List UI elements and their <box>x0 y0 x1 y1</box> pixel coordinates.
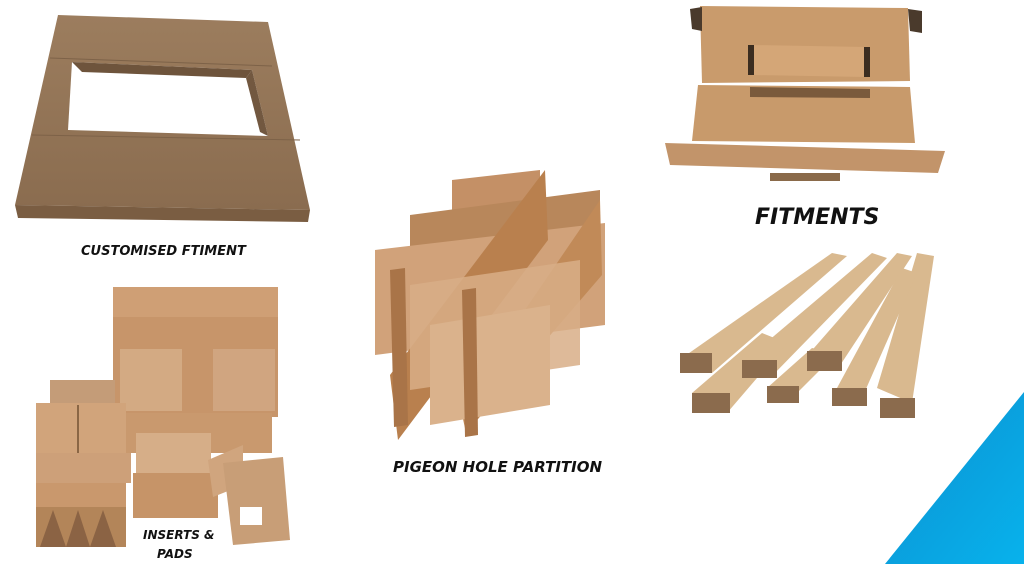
fitments-label: FITMENTS <box>755 205 880 230</box>
customised-fitment-image <box>10 10 320 225</box>
customised-fitment-label: CUSTOMISED FTIMENT <box>81 244 246 259</box>
edge-profiles-image <box>672 248 947 423</box>
inserts-pads-image <box>28 285 313 550</box>
fitments-image <box>660 3 945 183</box>
corner-accent-triangle <box>885 392 1024 564</box>
inserts-pads-label-line1: INSERTS & <box>143 528 215 542</box>
pigeon-hole-partition-image <box>370 165 630 440</box>
inserts-pads-label-line2: PADS <box>157 547 193 561</box>
pigeon-hole-partition-label: PIGEON HOLE PARTITION <box>393 458 603 476</box>
